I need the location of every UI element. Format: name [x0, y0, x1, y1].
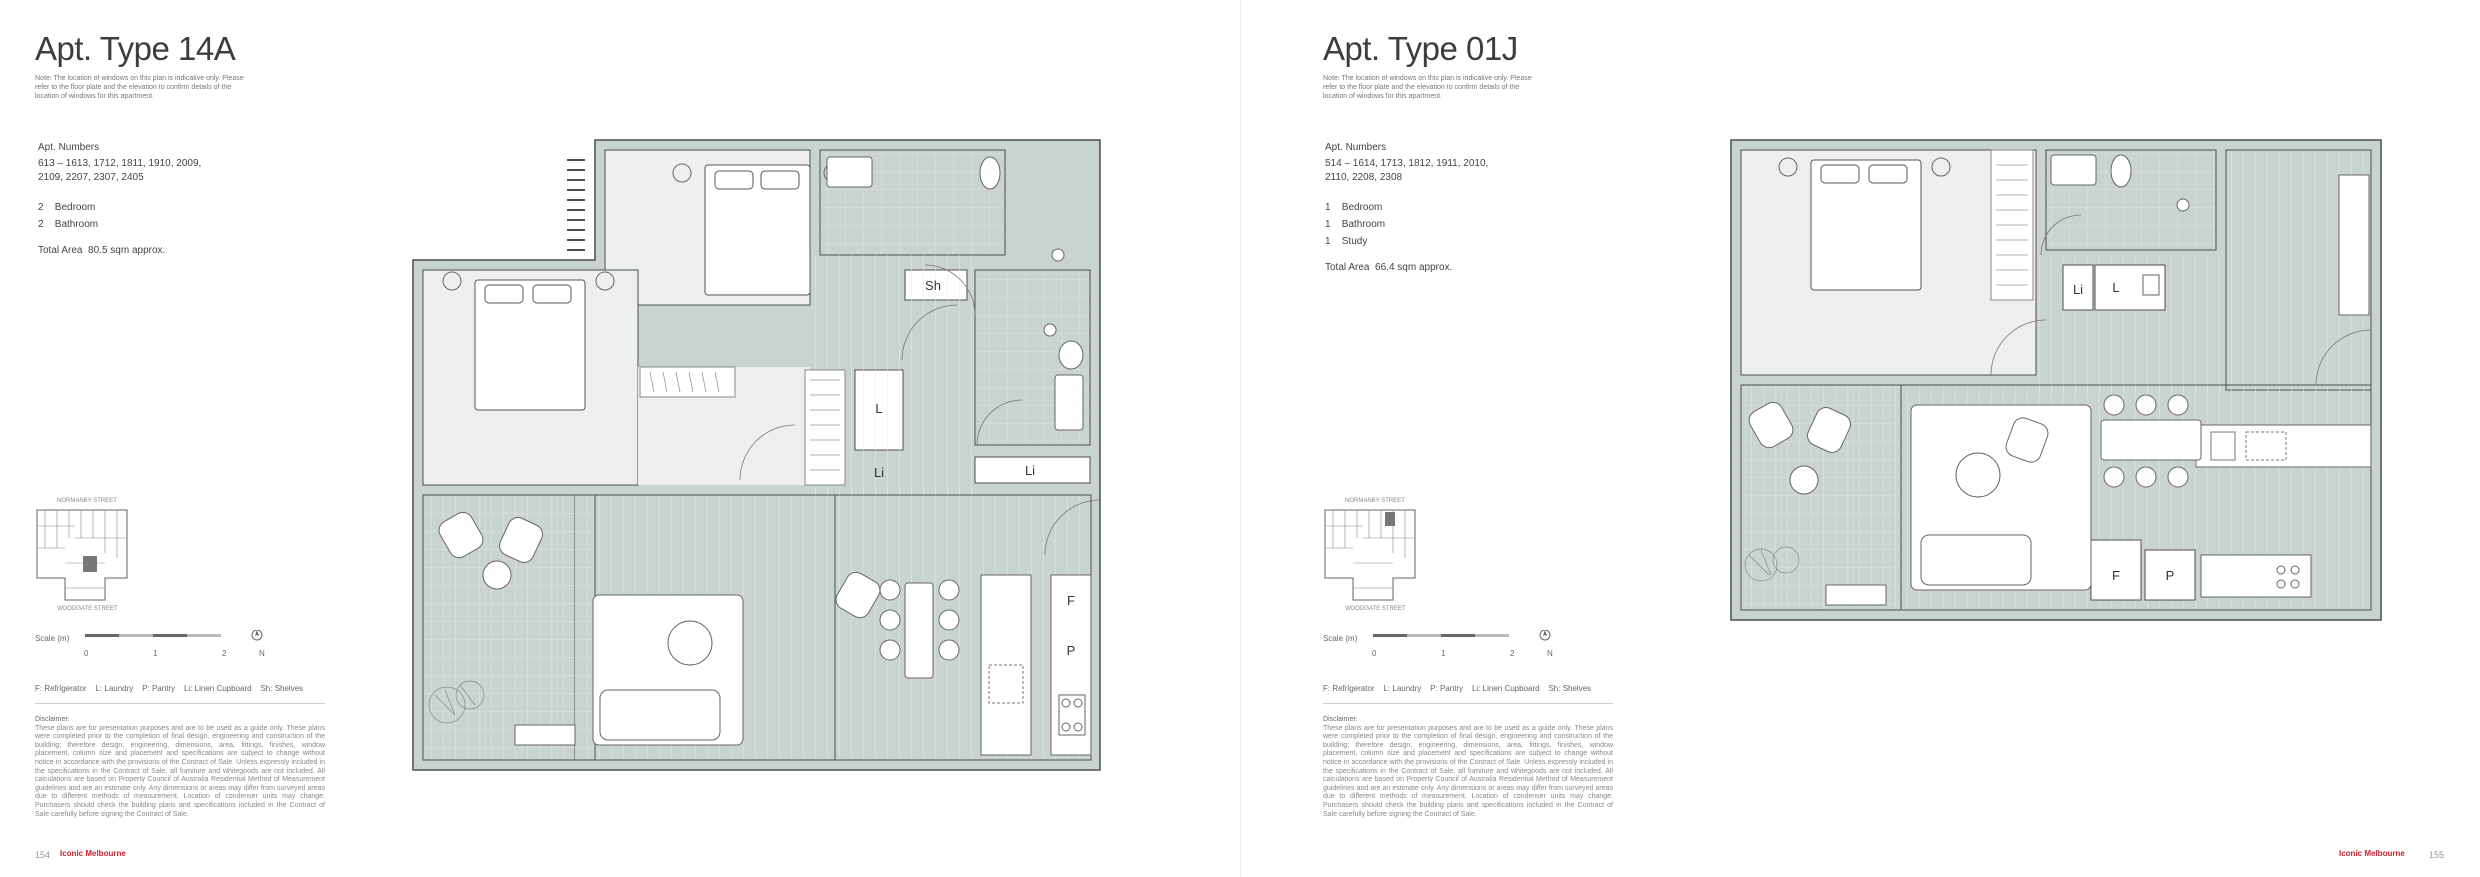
scale-bar: Scale (m) 0 1 2 N: [1323, 630, 1553, 658]
scale-graphic: [85, 630, 263, 641]
room-count: 1: [1325, 236, 1331, 247]
floor-plan-14a: Sh L Li Li F P: [412, 139, 1101, 771]
key-plan-map: [1324, 509, 1416, 601]
disclaimer-text: These plans are for presentation purpose…: [35, 724, 325, 818]
disclaimer-text: These plans are for presentation purpose…: [1323, 724, 1613, 818]
apt-numbers-label: Apt. Numbers: [38, 142, 100, 153]
key-plan-map: [36, 509, 128, 601]
legend-item: Li: Linen Cupboard: [183, 684, 252, 693]
room-count: 1: [1325, 219, 1331, 230]
north-label: N: [259, 649, 265, 658]
page-title: Apt. Type 01J: [1323, 30, 1518, 67]
scale-tick: 1: [1441, 649, 1446, 658]
plan-label-linen: Li: [2073, 282, 2083, 297]
window-note: Note: The location of windows on this pl…: [35, 75, 244, 100]
north-label: N: [1547, 649, 1553, 658]
total-area: Total Area 80.5 sqm approx.: [38, 244, 218, 258]
room-count-row: 1 Bedroom: [1325, 201, 1505, 215]
scale-tick: 1: [153, 649, 158, 658]
brand-logo: Iconic Melbourne: [60, 849, 126, 858]
room-count-row: 2 Bedroom: [38, 201, 218, 215]
total-area-label: Total Area: [38, 245, 83, 256]
scale-tick: 2: [1510, 649, 1515, 658]
room-label: Bathroom: [1341, 219, 1386, 230]
apt-numbers-label: Apt. Numbers: [1325, 142, 1387, 153]
window-note: Note: The location of windows on this pl…: [1323, 75, 1532, 100]
scale-label: Scale (m): [35, 634, 70, 643]
legend-item: Sh: Shelves: [1548, 684, 1592, 693]
brand-logo: Iconic Melbourne: [2339, 849, 2405, 858]
total-area-value: 80.5 sqm approx.: [88, 245, 166, 256]
page-title: Apt. Type 14A: [35, 30, 236, 67]
plan-label-pantry: P: [2166, 568, 2175, 583]
plan-label-refrigerator: F: [2112, 568, 2120, 583]
room-count-row: 2 Bathroom: [38, 218, 218, 232]
total-area-value: 66.4 sqm approx.: [1375, 262, 1453, 273]
legend-item: Sh: Shelves: [260, 684, 304, 693]
disclaimer-heading: Disclaimer:: [1323, 716, 1358, 723]
apt-numbers: 613 – 1613, 1712, 1811, 1910, 2009, 2109…: [38, 158, 202, 183]
room-label: Bathroom: [54, 219, 99, 230]
legend-item: Li: Linen Cupboard: [1471, 684, 1540, 693]
bottom-street-label: WOODGATE STREET: [57, 606, 118, 612]
page-number: 154: [35, 850, 51, 860]
plan-label-laundry: L: [875, 401, 882, 416]
page-number: 155: [2429, 850, 2445, 860]
scale-tick: 0: [1372, 649, 1377, 658]
room-count-row: 1 Study: [1325, 235, 1505, 249]
key-plan: NORMANBY STREET WOODGATE STREET: [35, 498, 165, 616]
legend: F: Refrigerator L: Laundry P: Pantry Li:…: [1323, 684, 1613, 704]
legend: F: Refrigerator L: Laundry P: Pantry Li:…: [35, 684, 325, 704]
bottom-street-label: WOODGATE STREET: [1345, 606, 1406, 612]
room-count-row: 1 Bathroom: [1325, 218, 1505, 232]
legend-item: L: Laundry: [95, 684, 134, 693]
legend-item: L: Laundry: [1383, 684, 1422, 693]
key-plan: NORMANBY STREET WOODGATE STREET: [1323, 498, 1453, 616]
top-street-label: NORMANBY STREET: [57, 498, 117, 504]
legend-item: F: Refrigerator: [1323, 684, 1375, 693]
total-area-label: Total Area: [1325, 262, 1370, 273]
room-label: Study: [1341, 236, 1368, 247]
plan-label-shelves: Sh: [925, 278, 941, 293]
plan-label-linen: Li: [1025, 463, 1035, 478]
room-count: 1: [1325, 202, 1331, 213]
legend-item: P: Pantry: [142, 684, 176, 693]
scale-tick: 0: [84, 649, 89, 658]
scale-bar: Scale (m) 0 1 2 N: [35, 630, 265, 658]
room-label: Bedroom: [1341, 202, 1383, 213]
apartment-info: Apt. Numbers 613 – 1613, 1712, 1811, 191…: [38, 141, 218, 258]
scale-tick: 2: [222, 649, 227, 658]
scale-graphic: [1373, 630, 1551, 641]
floor-plan-01j: Li L F P: [1730, 139, 2382, 621]
disclaimer-heading: Disclaimer:: [35, 716, 70, 723]
legend-item: F: Refrigerator: [35, 684, 87, 693]
apartment-info: Apt. Numbers 514 – 1614, 1713, 1812, 191…: [1325, 141, 1505, 275]
apt-numbers: 514 – 1614, 1713, 1812, 1911, 2010, 2110…: [1325, 158, 1489, 183]
room-count: 2: [38, 202, 44, 213]
right-page: Apt. Type 01J Note: The location of wind…: [1240, 0, 2480, 877]
plan-label-pantry: P: [1067, 643, 1076, 658]
plan-label-refrigerator: F: [1067, 593, 1075, 608]
legend-item: P: Pantry: [1430, 684, 1464, 693]
room-label: Bedroom: [54, 202, 96, 213]
scale-label: Scale (m): [1323, 634, 1358, 643]
top-street-label: NORMANBY STREET: [1345, 498, 1405, 504]
plan-label-laundry: L: [2112, 280, 2119, 295]
total-area: Total Area 66.4 sqm approx.: [1325, 261, 1505, 275]
room-count: 2: [38, 219, 44, 230]
disclaimer: Disclaimer: These plans are for presenta…: [1323, 716, 1613, 819]
left-page: Apt. Type 14A Note: The location of wind…: [35, 30, 1101, 860]
plan-label-linen: Li: [874, 465, 884, 480]
disclaimer: Disclaimer: These plans are for presenta…: [35, 716, 325, 819]
